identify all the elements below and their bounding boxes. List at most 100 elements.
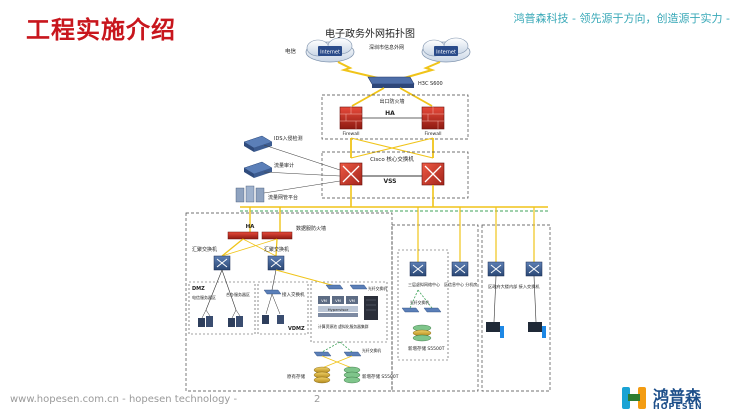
link-line xyxy=(235,309,241,317)
link-line xyxy=(271,293,281,315)
firewall-left-label: Firewall xyxy=(343,131,360,137)
shenzhen-net-label: 深圳市信息外网 xyxy=(369,44,404,51)
storage-icon xyxy=(313,366,331,384)
vss-label: VSS xyxy=(383,178,396,185)
dmz-box xyxy=(188,281,256,335)
page-title: 工程实施介绍 xyxy=(26,16,176,44)
link-line xyxy=(321,355,353,369)
zone-core-label: 区信息中心 分机房 xyxy=(444,281,477,287)
ids-label: IDS入侵检测 xyxy=(274,135,303,142)
link-line xyxy=(351,87,385,107)
ha-mid-label: HA xyxy=(246,224,256,230)
mgmt-label: 流量网管平台 xyxy=(268,194,298,201)
dmz-label: DMZ xyxy=(192,286,205,292)
link-line xyxy=(201,309,207,319)
core-switch-icon xyxy=(421,162,445,186)
switch-icon xyxy=(325,284,368,290)
switch-icon xyxy=(409,261,427,277)
hypervisor-label: Hypervisor xyxy=(328,307,349,312)
switch-icon xyxy=(263,289,282,295)
company-slogan: 鸿普森科技 - 领先源于方向，创造源于实力 - xyxy=(513,12,730,25)
storage-icon xyxy=(343,366,361,384)
link-line xyxy=(399,87,433,107)
link-line xyxy=(409,289,419,309)
link-line xyxy=(221,238,244,257)
link-line xyxy=(263,171,341,177)
firewall-icon xyxy=(227,231,259,240)
agg-mid-label: 汇聚交换机 xyxy=(264,246,289,253)
access-sw-label: 接入交换机 xyxy=(282,291,305,298)
internet-label-2: Internet xyxy=(436,50,456,56)
link-line xyxy=(275,269,336,287)
old-storage-label: 原有存储 xyxy=(287,373,305,380)
info-center-box xyxy=(397,249,449,361)
ids-icon xyxy=(243,135,273,152)
firewall-icon xyxy=(421,106,445,130)
gov-access-label: 区政府大楼内部 接入交换机 xyxy=(488,283,540,290)
vm2-label: VM xyxy=(335,298,341,303)
storage-sw1-label: 光纤交换机 xyxy=(368,286,387,291)
server-icon xyxy=(198,316,243,327)
storage-icon xyxy=(412,324,432,342)
link-line xyxy=(221,238,278,257)
info-zone-box xyxy=(391,224,479,392)
vm-block xyxy=(318,296,358,317)
link-line xyxy=(403,61,441,79)
link-line xyxy=(337,61,379,79)
firewall-icon xyxy=(261,231,293,240)
core-switch-label: Cisco 核心交换机 xyxy=(370,155,414,163)
server-icon xyxy=(262,315,284,324)
vm1-label: VM xyxy=(321,298,327,303)
fw-dc-label: 数据服防火墙 xyxy=(296,225,326,232)
link-line xyxy=(242,238,277,257)
switch-icon xyxy=(313,351,362,357)
firewall-group-label: 出口防火墙 xyxy=(379,98,404,105)
logo-mark-icon xyxy=(622,387,646,409)
storage-sw3-label: 光纤交换机 xyxy=(410,300,429,305)
firewall-icon xyxy=(339,106,363,130)
workstation-icon xyxy=(486,322,546,338)
vdmz-label: VDMZ xyxy=(288,326,305,332)
vm3-label: VM xyxy=(349,298,355,303)
firewall-right-label: Firewall xyxy=(425,131,442,137)
switch-icon xyxy=(525,261,543,277)
link-line xyxy=(533,275,537,323)
diagram-title: 电子政务外网拓扑图 xyxy=(325,27,415,40)
footer-text: www.hopesen.com.cn - hopesen technology … xyxy=(10,394,238,405)
company-logo: 鸿普森 HOPESEN xyxy=(617,383,735,413)
switch-icon xyxy=(487,261,505,277)
link-line xyxy=(205,269,223,311)
link-line xyxy=(417,289,433,309)
audit-label: 流量审计 xyxy=(274,162,294,169)
logo-text-en: HOPESEN xyxy=(653,402,703,411)
logo-text-cn: 鸿普森 xyxy=(653,387,702,406)
switch-icon xyxy=(213,255,231,271)
cloud-icon xyxy=(421,37,471,63)
vdmz-box xyxy=(257,281,309,335)
server-rack-icon xyxy=(364,296,378,320)
cloud-icon xyxy=(305,37,355,63)
link-line xyxy=(265,293,273,315)
firewall-group-box xyxy=(321,94,469,140)
new-storage-left-label: 新增存储 S5500T xyxy=(362,373,399,380)
link-line xyxy=(263,180,341,194)
link-line xyxy=(493,275,497,323)
link-line xyxy=(221,269,237,311)
dmz-sub1-label: 电信服务器区 xyxy=(192,294,216,300)
internet-label-1: Internet xyxy=(320,50,340,56)
agg-left-label: 汇聚交换机 xyxy=(192,246,217,253)
page-number: 2 xyxy=(314,394,321,405)
ha-top-label: HA xyxy=(385,110,395,117)
telecom-label: 电信 xyxy=(285,47,297,55)
switch-icon xyxy=(451,261,469,277)
link-line xyxy=(231,309,237,319)
link-line xyxy=(275,238,278,257)
switch-icon xyxy=(401,307,442,313)
core-switch-icon xyxy=(339,162,363,186)
virt-label: 计算资源池 虚拟化服务器集群 xyxy=(318,324,369,329)
link-line xyxy=(350,137,434,159)
storage-sw2-label: 光纤交换机 xyxy=(362,348,381,353)
link-line xyxy=(339,341,353,353)
link-line xyxy=(321,341,341,353)
